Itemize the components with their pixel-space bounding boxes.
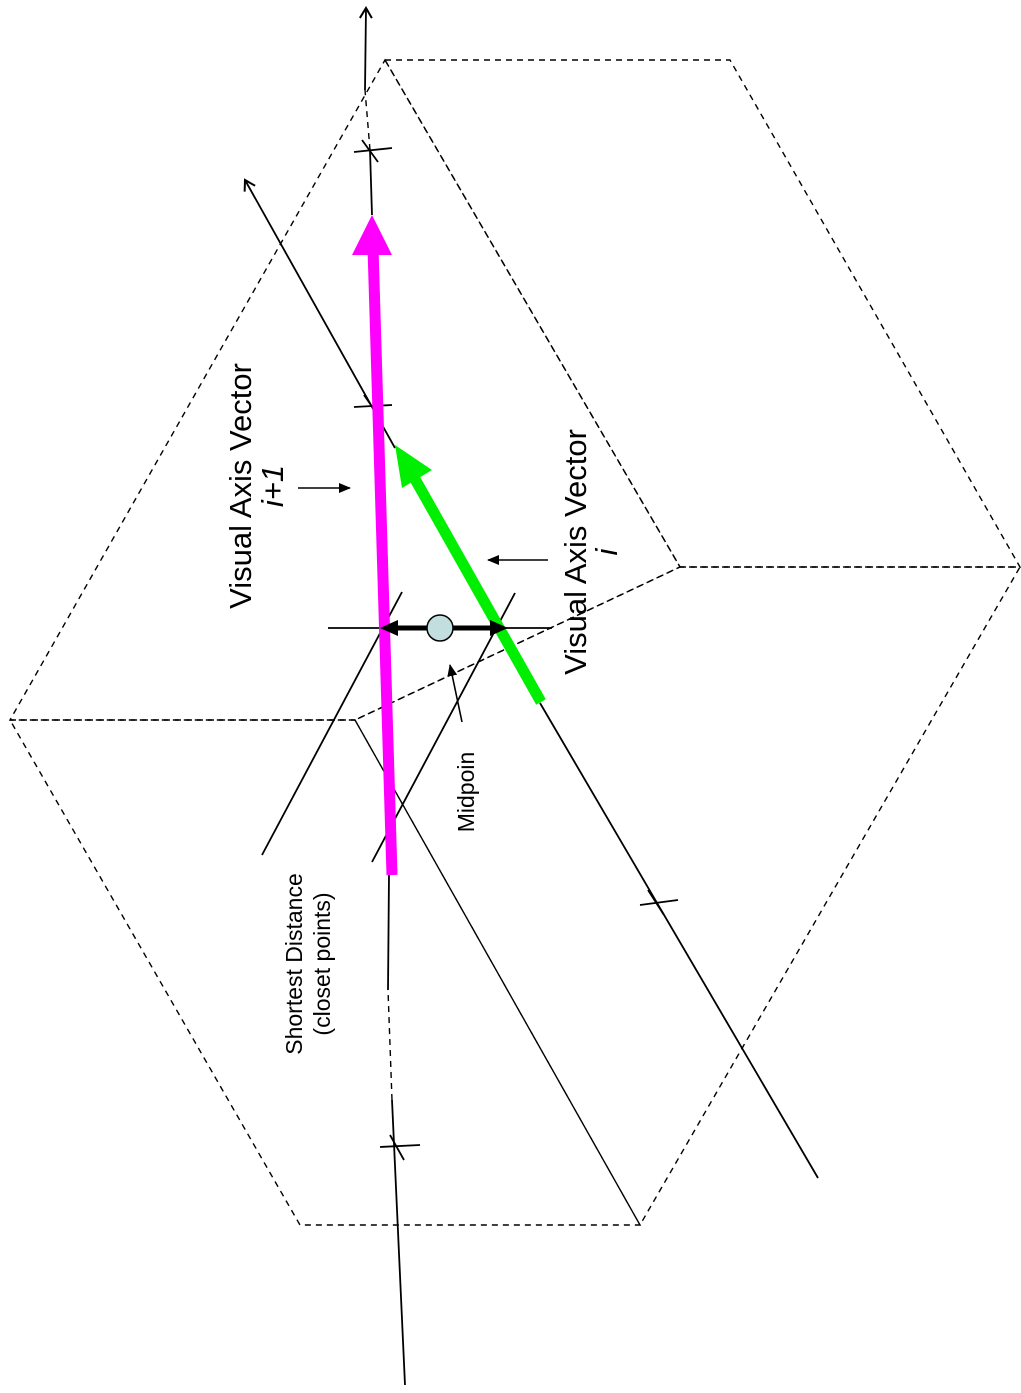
label-shortest-distance: Shortest Distance xyxy=(281,873,307,1055)
axis-lines xyxy=(243,6,819,1386)
label-vector-i1-index: i+1 xyxy=(255,465,290,507)
axis-i-lower xyxy=(539,702,819,1179)
voxel-left xyxy=(8,719,642,1226)
shortest-distance xyxy=(380,614,508,642)
vector-i1-shaft xyxy=(367,247,398,876)
midpoint-marker xyxy=(426,614,454,642)
voxel-grid xyxy=(8,58,1021,1227)
axis-i1-lower xyxy=(391,1099,406,1386)
label-vector-i-index: i xyxy=(589,547,624,555)
pointer-midpoint xyxy=(447,664,463,723)
vector-i xyxy=(395,445,546,705)
vector-i-shaft xyxy=(406,469,546,705)
shortest-distance-head-left xyxy=(380,620,398,636)
closest-guide-right xyxy=(371,592,516,863)
label-vector-i-title: Visual Axis Vector xyxy=(558,429,593,675)
voxel-upper-left xyxy=(8,58,681,721)
axis-i1-lower-dashed xyxy=(387,989,393,1101)
shortest-distance-head-right xyxy=(490,620,508,636)
tick-4b xyxy=(389,1134,405,1161)
tick-1 xyxy=(353,147,393,153)
vector-i1 xyxy=(352,215,398,876)
label-closest-points: (closet points) xyxy=(309,892,335,1035)
vector-i-arrowhead xyxy=(395,445,432,488)
tick-3 xyxy=(639,899,679,906)
voxel-lower-right xyxy=(354,566,1021,1227)
tick-3b xyxy=(647,889,665,916)
axis-i1-upper xyxy=(369,149,373,216)
voxel-top-right xyxy=(383,59,1021,568)
label-midpoint: Midpoin xyxy=(453,752,479,833)
axis-i1-mid xyxy=(387,874,390,991)
tick-4 xyxy=(379,1144,421,1148)
axis-i1-upper-dashed xyxy=(364,89,371,151)
tick-1b xyxy=(361,139,379,163)
axis-i1-arrow xyxy=(359,6,373,91)
label-vector-i1-title: Visual Axis Vector xyxy=(223,363,258,609)
closest-guide-left xyxy=(261,591,403,856)
vector-i1-arrowhead xyxy=(352,215,392,255)
